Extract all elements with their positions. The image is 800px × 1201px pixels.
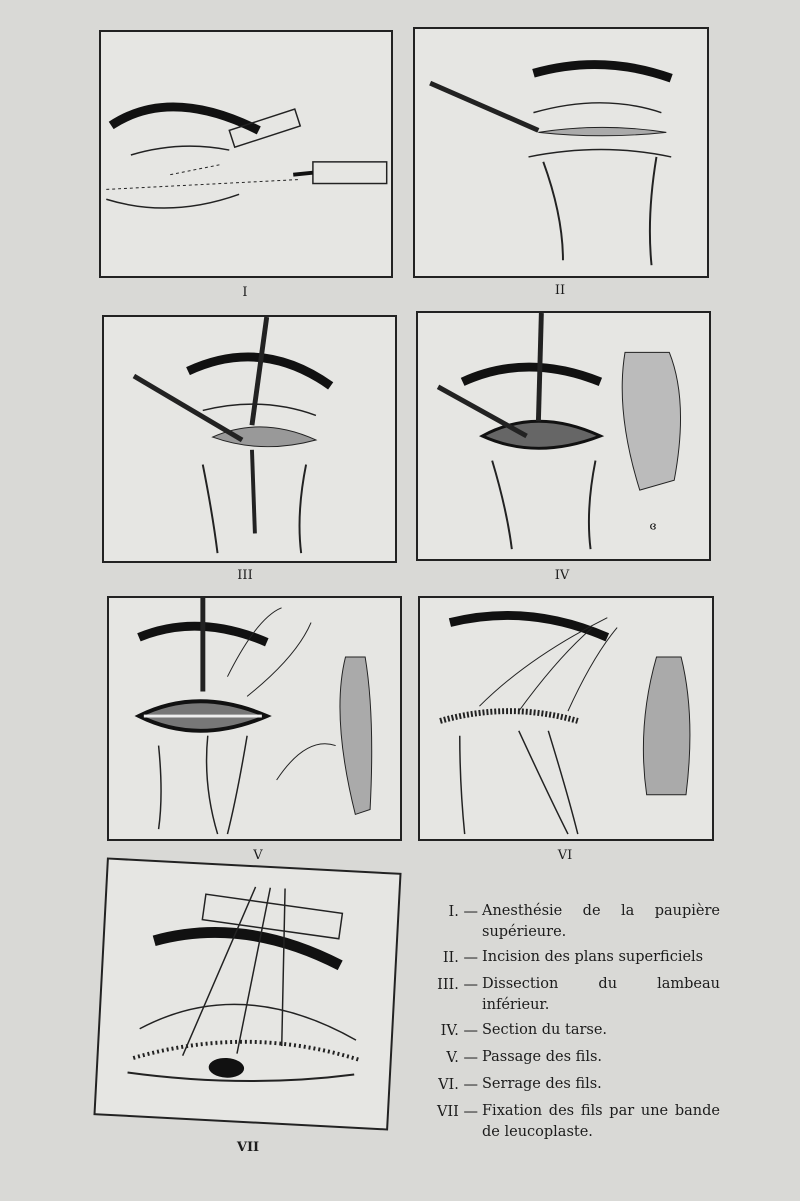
figure-7 [93,857,402,1131]
caption-4: IV. —Section du tarse. [440,1022,608,1039]
illustration-dissection [132,317,334,554]
caption-2: II. —Incision des plans superficiels [442,949,704,966]
caption-1: I. —Anesthésie de la paupière supérieure… [448,903,720,940]
figure-1-label: I [242,285,248,300]
illustration-leucoplast-fixation [127,886,361,1083]
figure-3-label: III [237,568,253,583]
illustration-incision [429,60,673,266]
figure-7-label: VII [236,1140,260,1155]
signature: ɞ [650,519,657,532]
illustration-anesthesia [106,102,388,209]
caption-3: III. —Dissection du lambeau inférieur. [437,976,720,1013]
figure-legend: I. —Anesthésie de la paupière supérieure… [420,900,720,1146]
figure-3 [102,315,397,563]
caption-7: VII —Fixation des fils par une bande de … [436,1103,720,1140]
figure-5-label: V [253,848,263,863]
figure-4-label: IV [554,568,570,583]
illustration-suture-tightening [439,611,691,835]
figure-6 [418,596,714,841]
caption-5: V. —Passage des fils. [446,1049,603,1066]
illustration-tarsus-section: ɞ [436,313,682,550]
figure-1 [99,30,393,278]
figure-2-label: II [554,283,566,298]
figure-5 [107,596,402,841]
illustration-suture-passage [134,598,373,835]
figure-2 [413,27,709,278]
figure-6-label: VI [557,848,573,863]
figure-4: ɞ [416,311,711,561]
caption-6: VI. —Serrage des fils. [438,1076,602,1093]
